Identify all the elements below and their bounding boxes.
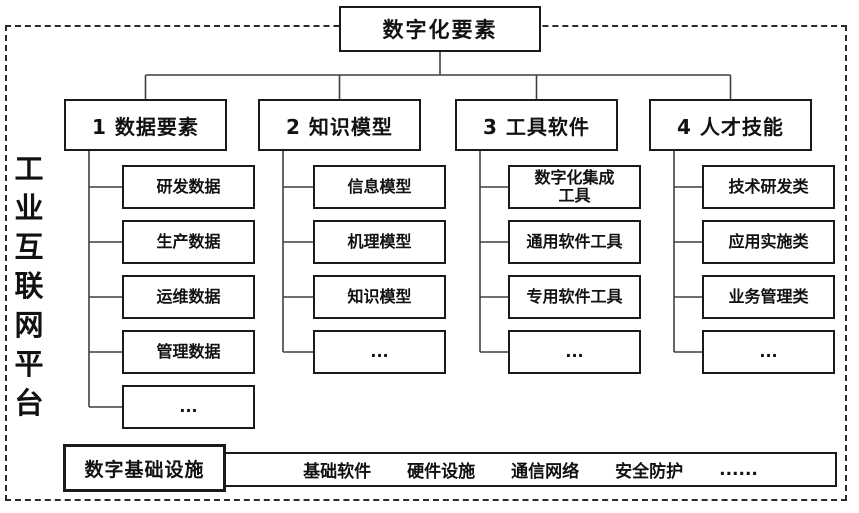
child-node: 专用软件工具 [508,275,641,319]
child-node: 生产数据 [122,220,255,264]
child-node: 数字化集成 工具 [508,165,641,209]
column-header-node: 3 工具软件 [455,99,618,151]
child-node: 通用软件工具 [508,220,641,264]
child-node: 信息模型 [313,165,446,209]
infrastructure-item: ...... [719,459,758,480]
column-header-node: 2 知识模型 [258,99,421,151]
platform-label-char: 网 [14,308,44,342]
child-node: ... [508,330,641,374]
infrastructure-item: 基础软件 [303,462,372,482]
child-node: 研发数据 [122,165,255,209]
column-header-node: 1 数据要素 [64,99,227,151]
child-node: ... [122,385,255,429]
child-node: 应用实施类 [702,220,835,264]
infrastructure-item: 安全防护 [615,462,684,482]
child-node: 业务管理类 [702,275,835,319]
platform-label-char: 互 [14,230,44,264]
child-node: 知识模型 [313,275,446,319]
platform-vertical-label: 工业互联网平台 [10,150,48,423]
infrastructure-item: 通信网络 [511,462,580,482]
child-node: 技术研发类 [702,165,835,209]
root-node: 数字化要素 [339,6,541,52]
platform-label-char: 工 [14,152,44,186]
platform-label-char: 台 [14,386,44,420]
child-node: 管理数据 [122,330,255,374]
child-node: 运维数据 [122,275,255,319]
child-node: ... [313,330,446,374]
infrastructure-items-bar: 基础软件 硬件设施 通信网络 安全防护...... [224,452,837,487]
infrastructure-node: 数字基础设施 [63,444,226,492]
column-header-node: 4 人才技能 [649,99,812,151]
child-node: ... [702,330,835,374]
platform-label-char: 平 [14,347,44,381]
platform-label-char: 业 [14,191,44,225]
platform-label-char: 联 [14,269,44,303]
child-node: 机理模型 [313,220,446,264]
infrastructure-item: 硬件设施 [407,462,476,482]
